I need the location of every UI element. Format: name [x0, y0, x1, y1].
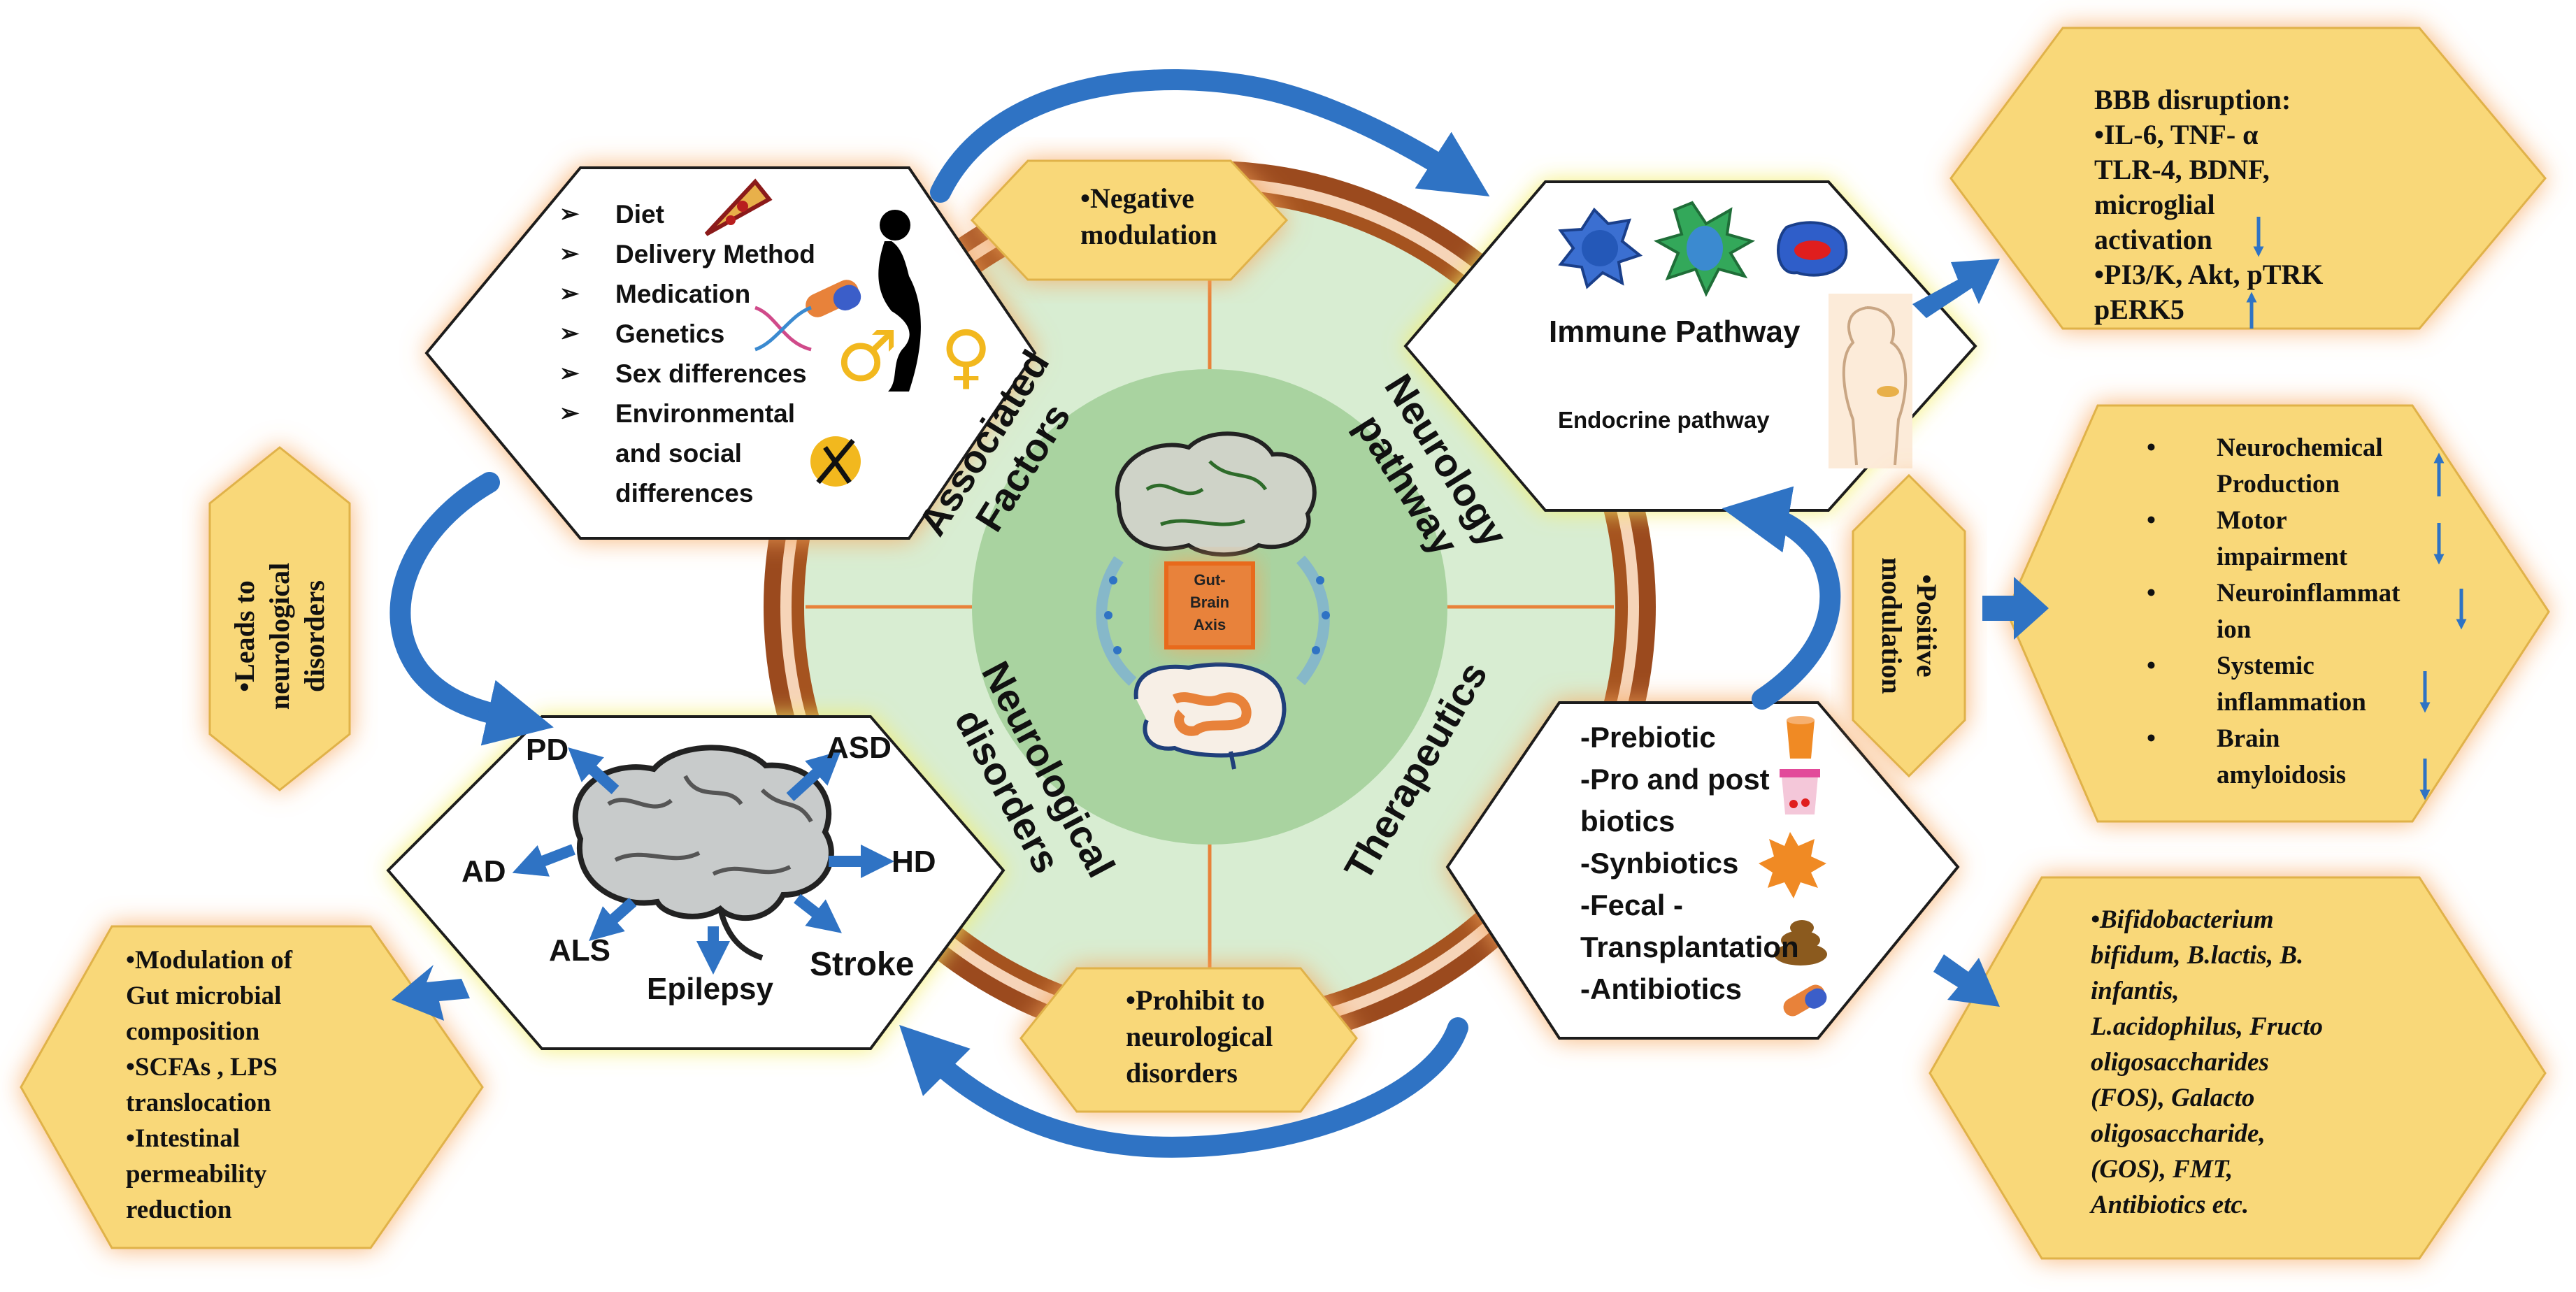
arrow-therapeutics-to-pathway [1722, 486, 1841, 710]
disorder-asd: ASD [827, 731, 892, 765]
disorder-epilepsy: Epilepsy [647, 972, 773, 1006]
pregnant-silhouette-icon [878, 210, 921, 392]
bbb-hexagon [1949, 27, 2547, 330]
prohibit-hexagon [1019, 967, 1358, 1113]
effect-item: Neuroinflammat ion [2133, 575, 2489, 648]
prebiotic-cup-icon [1787, 716, 1815, 759]
therapeutic-item: -Pro and post [1580, 763, 1770, 796]
bbb-line: •IL-6, TNF- α [2094, 119, 2259, 150]
bacteria-text: •Bifidobacterium bifidum, B.lactis, B. i… [2091, 905, 2324, 1219]
gut-mod-line: •Modulation of [126, 946, 293, 975]
gut-icon [1133, 662, 1287, 770]
positive-modulation-label: •Positive modulation [1876, 557, 1942, 694]
gut-mod-line: composition [126, 1017, 260, 1046]
factor-item: Genetics [552, 314, 874, 354]
effects-list: Neurochemical Production Motor impairmen… [2133, 430, 2489, 794]
gut-mod-line: permeability [126, 1160, 267, 1189]
gut-mod-line: •Intestinal [126, 1124, 241, 1153]
curved-arrows [389, 69, 1841, 1158]
arrow-factors-to-pathway [930, 69, 1490, 203]
therapeutic-item: -Synbiotics [1580, 847, 1739, 880]
therapeutic-item: biotics [1580, 805, 1675, 838]
synbiotic-burst-icon [1759, 832, 1826, 898]
bacteria-hexagon [1929, 876, 2547, 1260]
disorder-pd: PD [526, 733, 569, 767]
factor-item: Diet [552, 194, 874, 234]
effect-item: Brain amyloidosis [2133, 721, 2489, 794]
bbb-line: microglial [2094, 189, 2215, 220]
arrow-to-gut-modulation [392, 965, 470, 1021]
bbb-line: •PI3/K, Akt, pTRK [2094, 259, 2324, 290]
gut-mod-line: reduction [126, 1196, 232, 1224]
bbb-title: BBB disruption: [2094, 84, 2291, 115]
gut-mod-line: translocation [126, 1089, 271, 1117]
therapeutics-hexagon [1445, 701, 1960, 1040]
effect-item: Neurochemical Production [2133, 430, 2489, 503]
disorder-als: ALS [549, 933, 610, 968]
disorder-arrows [512, 747, 894, 975]
disorder-ad: AD [461, 854, 506, 889]
bbb-indicator-arrows [2246, 217, 2264, 329]
disorder-stroke: Stroke [810, 946, 915, 983]
therapeutic-item: -Fecal - [1580, 889, 1684, 921]
gut-mod-line: •SCFAs , LPS [126, 1053, 278, 1082]
feces-icon [1774, 920, 1827, 966]
factors-list: Diet Delivery Method Medication Genetics… [552, 194, 874, 513]
therapeutic-item: -Antibiotics [1580, 972, 1742, 1005]
therapeutics-list: -Prebiotic -Pro and post biotics -Synbio… [1580, 717, 1799, 1010]
arrow-to-bacteria [1933, 954, 2000, 1007]
factor-item: Sex differences [552, 354, 874, 394]
disorder-hd: HD [892, 845, 936, 879]
female-symbol-icon: ♀ [940, 315, 992, 397]
therapeutic-item: Transplantation [1580, 931, 1799, 963]
block-arrows [392, 259, 2049, 1021]
arrow-factors-to-disorders [389, 472, 554, 746]
effect-item: Systemic inflammation [2133, 648, 2489, 721]
arrow-to-bbb [1912, 259, 2000, 318]
arrow-to-effects [1982, 577, 2049, 640]
effect-item: Motor impairment [2133, 503, 2489, 575]
factor-item: Environmental and social differences [552, 394, 874, 513]
leads-label: •Leads to neurological disorders [229, 562, 330, 710]
gut-brain-axis-box [1164, 561, 1255, 649]
negative-modulation-hexagon [970, 159, 1289, 281]
gut-modulation-text: •Modulation of Gut microbial composition… [126, 942, 292, 1228]
prohibit-label: •Prohibit to neurological disorders [1126, 984, 1273, 1089]
gut-mod-line: Gut microbial [126, 982, 282, 1010]
endocrine-pathway-label: Endocrine pathway [1558, 407, 1770, 433]
factor-item: Medication [552, 274, 874, 314]
positive-modulation-hexagon [1852, 473, 1966, 778]
large-brain-icon [572, 745, 834, 961]
immune-cells-icon [1558, 201, 1848, 297]
gut-modulation-hexagon [20, 925, 484, 1249]
negative-modulation-label: •Negative modulation [1080, 182, 1217, 250]
bbb-lines: •IL-6, TNF- α TLR-4, BDNF, microglial ac… [2094, 117, 2323, 327]
human-torso-icon [1829, 294, 1912, 468]
therapeutic-item: -Prebiotic [1580, 721, 1716, 754]
antibiotic-capsule-icon [1783, 984, 1827, 1017]
bbb-line: pERK5 [2094, 294, 2184, 325]
factor-item: Delivery Method [552, 234, 874, 274]
arrow-therapeutics-to-disorders [899, 1017, 1468, 1158]
bbb-line: activation [2094, 224, 2212, 255]
male-symbol-icon: ♂ [836, 315, 899, 397]
brain-icon [1115, 431, 1317, 557]
bbb-line: TLR-4, BDNF, [2094, 154, 2270, 185]
axis-dots [1104, 576, 1330, 654]
probiotic-cup-icon [1780, 769, 1820, 814]
gut-brain-axis-label: Gut- Brain Axis [1189, 571, 1230, 633]
immune-pathway-label: Immune Pathway [1549, 315, 1801, 349]
axis-circulation-arrows [1096, 555, 1330, 686]
leads-hexagon [208, 446, 351, 791]
